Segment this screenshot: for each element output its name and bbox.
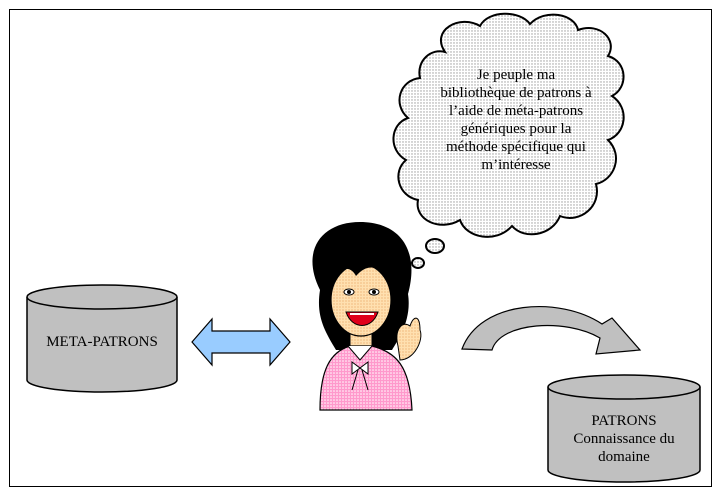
- thought-dot-small: [411, 257, 425, 269]
- meta-patrons-label: META-PATRONS: [46, 334, 158, 350]
- woman-cartoon-icon: [312, 222, 422, 411]
- patrons-label: PATRONS Connaissance du domaine: [548, 412, 700, 466]
- thought-dot-large: [425, 238, 445, 254]
- thought-bubble: [392, 12, 625, 269]
- double-arrow: [191, 317, 291, 367]
- patrons-title: PATRONS: [591, 413, 657, 429]
- patrons-subtitle-line1: Connaissance du: [573, 431, 675, 447]
- thought-bubble-text: Je peuple ma bibliothèque de patrons à l…: [440, 67, 592, 173]
- patrons-subtitle-line2: domaine: [598, 449, 650, 465]
- meta-patrons-cylinder: [26, 284, 178, 393]
- curved-arrow: [461, 306, 642, 355]
- patrons-cylinder: [547, 374, 701, 483]
